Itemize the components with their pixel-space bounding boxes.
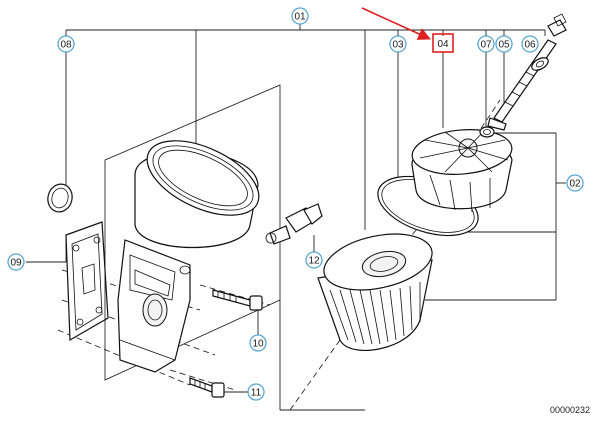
sensor-12 — [265, 203, 323, 245]
callout-01[interactable]: 01 — [291, 7, 309, 25]
filter-cover-04 — [411, 129, 513, 213]
svg-text:12: 12 — [308, 256, 320, 267]
leader-lines — [26, 24, 566, 411]
callout-10[interactable]: 10 — [249, 334, 267, 352]
svg-text:08: 08 — [60, 40, 72, 51]
callout-12[interactable]: 12 — [305, 251, 323, 269]
svg-text:11: 11 — [251, 388, 262, 399]
svg-text:06: 06 — [524, 40, 536, 51]
svg-text:04: 04 — [437, 39, 449, 50]
diagram-reference-number: 00000232 — [550, 405, 590, 415]
gasket-plate — [65, 221, 109, 342]
callout-04[interactable]: 04 — [432, 33, 454, 53]
o-ring-08 — [47, 183, 73, 213]
callout-05[interactable]: 05 — [495, 35, 513, 53]
annotation-arrow — [361, 7, 431, 40]
svg-text:02: 02 — [569, 179, 581, 190]
bolt-11 — [189, 377, 225, 398]
callout-02[interactable]: 02 — [566, 174, 584, 192]
filter-cartridge — [317, 233, 433, 351]
svg-text:09: 09 — [10, 258, 22, 269]
washer-06 — [531, 13, 567, 71]
callout-07[interactable]: 07 — [477, 35, 495, 53]
svg-text:01: 01 — [294, 12, 306, 23]
callout-08[interactable]: 08 — [57, 35, 75, 53]
callout-09[interactable]: 09 — [7, 253, 25, 271]
callout-03[interactable]: 03 — [389, 35, 407, 53]
filter-housing — [104, 84, 281, 381]
center-bolt-05 — [487, 39, 557, 131]
callout-11[interactable]: 11 — [247, 383, 265, 401]
svg-text:03: 03 — [392, 40, 404, 51]
bolt-10 — [212, 289, 263, 311]
svg-text:05: 05 — [498, 40, 510, 51]
svg-text:10: 10 — [252, 339, 264, 350]
callout-06[interactable]: 06 — [521, 35, 539, 53]
svg-text:07: 07 — [480, 40, 492, 51]
seal-07 — [479, 126, 495, 138]
callout-04-highlight-box — [432, 33, 454, 53]
